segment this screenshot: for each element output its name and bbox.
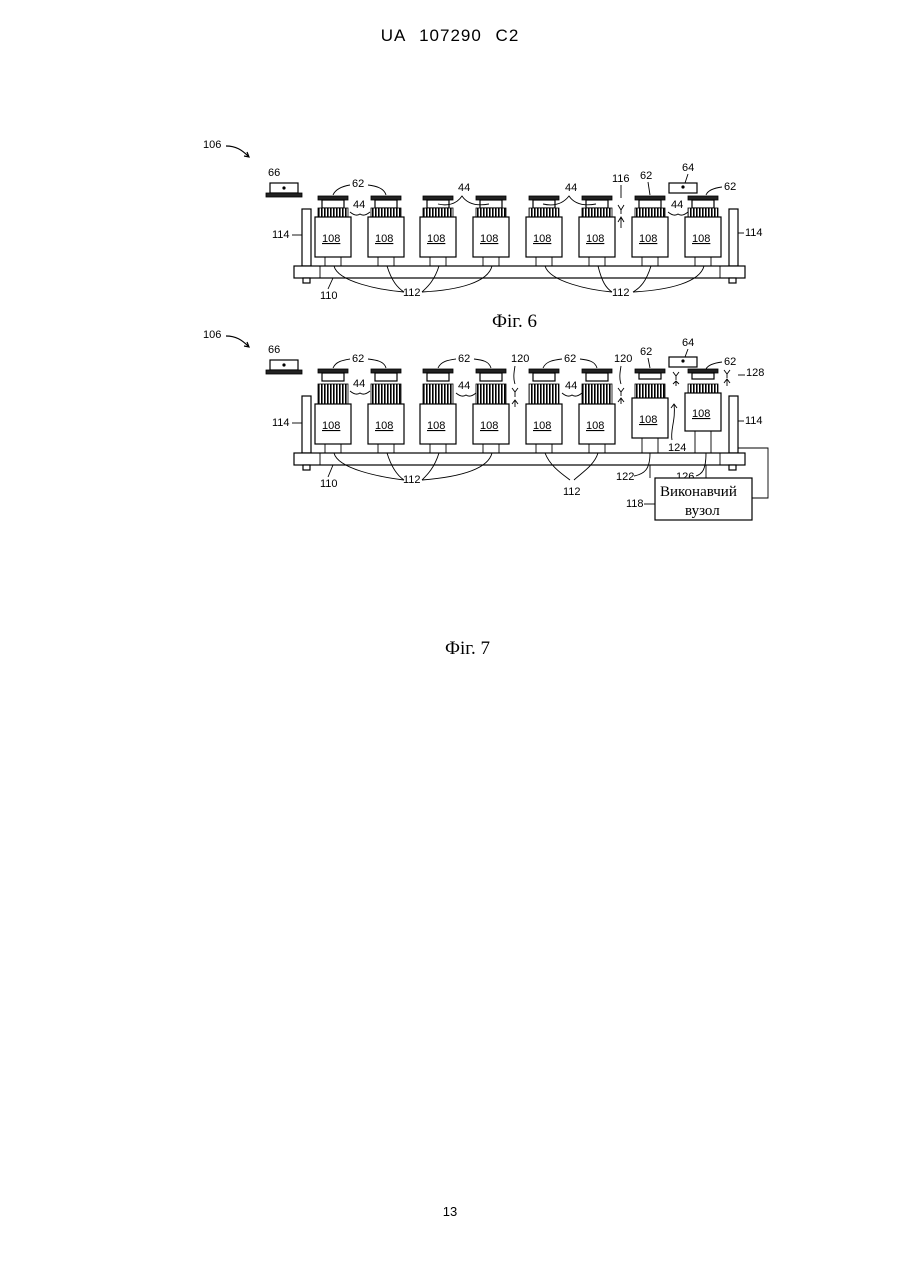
fig7-label-122: 122 bbox=[616, 471, 634, 483]
fig7-label-118: 118 bbox=[626, 498, 644, 510]
fig7-unit-label: 108 bbox=[586, 420, 604, 432]
fig6-label-64: 64 bbox=[682, 162, 694, 174]
fig7-unit: 108 bbox=[315, 369, 351, 453]
fig7-label-62-b: 62 bbox=[458, 353, 470, 365]
fig7-label-112-b: 112 bbox=[563, 486, 581, 498]
figure-7: 106 66 114 114 110 108 bbox=[203, 329, 768, 659]
fig6-unit: 108 bbox=[685, 196, 721, 266]
fig6-unit-label: 108 bbox=[639, 233, 657, 245]
fig7-label-120-b: 120 bbox=[614, 353, 632, 365]
figure-6: 106 66 114 114 110 108 bbox=[203, 139, 763, 332]
page-number: 13 bbox=[0, 1204, 900, 1219]
fig6-unit-label: 108 bbox=[586, 233, 604, 245]
fig6-label-116: 116 bbox=[612, 173, 630, 185]
fig6-label-66: 66 bbox=[268, 167, 280, 179]
fig7-unit: 108 bbox=[368, 369, 404, 453]
fig6-unit: 108 bbox=[526, 196, 562, 266]
fig7-unit-label: 108 bbox=[533, 420, 551, 432]
fig6-unit-label: 108 bbox=[480, 233, 498, 245]
fig7-label-44-b: 44 bbox=[458, 380, 470, 392]
fig7-units: 108 108 108 bbox=[315, 369, 721, 453]
fig7-label-44-a: 44 bbox=[353, 378, 365, 390]
fig6-units: 108 108 108 bbox=[315, 196, 721, 266]
fig7-label-110: 110 bbox=[320, 478, 338, 490]
fig6-unit-label: 108 bbox=[375, 233, 393, 245]
fig6-unit-label: 108 bbox=[533, 233, 551, 245]
fig7-unit-label: 108 bbox=[322, 420, 340, 432]
fig7-unit-label: 108 bbox=[375, 420, 393, 432]
fig6-label-114-right: 114 bbox=[745, 227, 763, 239]
actuator-unit-line1: Виконавчий bbox=[660, 484, 737, 500]
fig7-label-124: 124 bbox=[668, 442, 686, 454]
fig7-label-112-a: 112 bbox=[403, 474, 421, 486]
fig7-label-114-right: 114 bbox=[745, 415, 763, 427]
fig7-label-64: 64 bbox=[682, 337, 694, 349]
fig6-label-62-c: 62 bbox=[724, 181, 736, 193]
fig6-label-110: 110 bbox=[320, 290, 338, 302]
fig6-label-112-a: 112 bbox=[403, 287, 421, 299]
fig7-label-62-a: 62 bbox=[352, 353, 364, 365]
fig7-unit-label: 108 bbox=[692, 408, 710, 420]
fig6-label-44-b: 44 bbox=[458, 182, 470, 194]
fig7-label-62-c: 62 bbox=[564, 353, 576, 365]
fig7-unit: 108 bbox=[526, 369, 562, 453]
fig7-label-128: 128 bbox=[746, 367, 764, 379]
fig7-label-66: 66 bbox=[268, 344, 280, 356]
fig7-label-62-e: 62 bbox=[724, 356, 736, 368]
fig6-label-106: 106 bbox=[203, 139, 221, 151]
fig6-label-62-a: 62 bbox=[352, 178, 364, 190]
fig7-unit: 108 bbox=[420, 369, 456, 453]
fig7-label-62-d: 62 bbox=[640, 346, 652, 358]
fig6-unit: 108 bbox=[315, 196, 351, 266]
fig7-unit: 108 bbox=[473, 369, 509, 453]
fig6-label-62-b: 62 bbox=[640, 170, 652, 182]
fig6-unit: 108 bbox=[420, 196, 456, 266]
fig7-unit-label: 108 bbox=[480, 420, 498, 432]
fig7-unit-raised: 108 bbox=[632, 369, 668, 453]
fig7-unit-label: 108 bbox=[427, 420, 445, 432]
fig7-label-44-c: 44 bbox=[565, 380, 577, 392]
fig7-label-114-left: 114 bbox=[272, 417, 290, 429]
fig6-label-112-b: 112 bbox=[612, 287, 630, 299]
actuator-unit-line2: вузол bbox=[685, 503, 720, 519]
fig6-caption: Фіг. 6 bbox=[492, 311, 537, 332]
fig7-caption: Фіг. 7 bbox=[445, 638, 490, 659]
fig6-unit-label: 108 bbox=[427, 233, 445, 245]
fig7-unit-label: 108 bbox=[639, 414, 657, 426]
fig6-unit-label: 108 bbox=[692, 233, 710, 245]
fig7-label-106: 106 bbox=[203, 329, 221, 341]
fig6-unit: 108 bbox=[368, 196, 404, 266]
fig7-unit-raised: 108 bbox=[685, 369, 721, 453]
fig6-label-44-d: 44 bbox=[671, 199, 683, 211]
fig6-unit: 108 bbox=[473, 196, 509, 266]
fig7-unit: 108 bbox=[579, 369, 615, 453]
fig6-label-44-c: 44 bbox=[565, 182, 577, 194]
fig6-label-114-left: 114 bbox=[272, 229, 290, 241]
fig6-label-44-a: 44 bbox=[353, 199, 365, 211]
fig6-unit: 108 bbox=[632, 196, 668, 266]
fig7-label-120-a: 120 bbox=[511, 353, 529, 365]
fig6-unit: 108 bbox=[579, 196, 615, 266]
fig6-unit-label: 108 bbox=[322, 233, 340, 245]
